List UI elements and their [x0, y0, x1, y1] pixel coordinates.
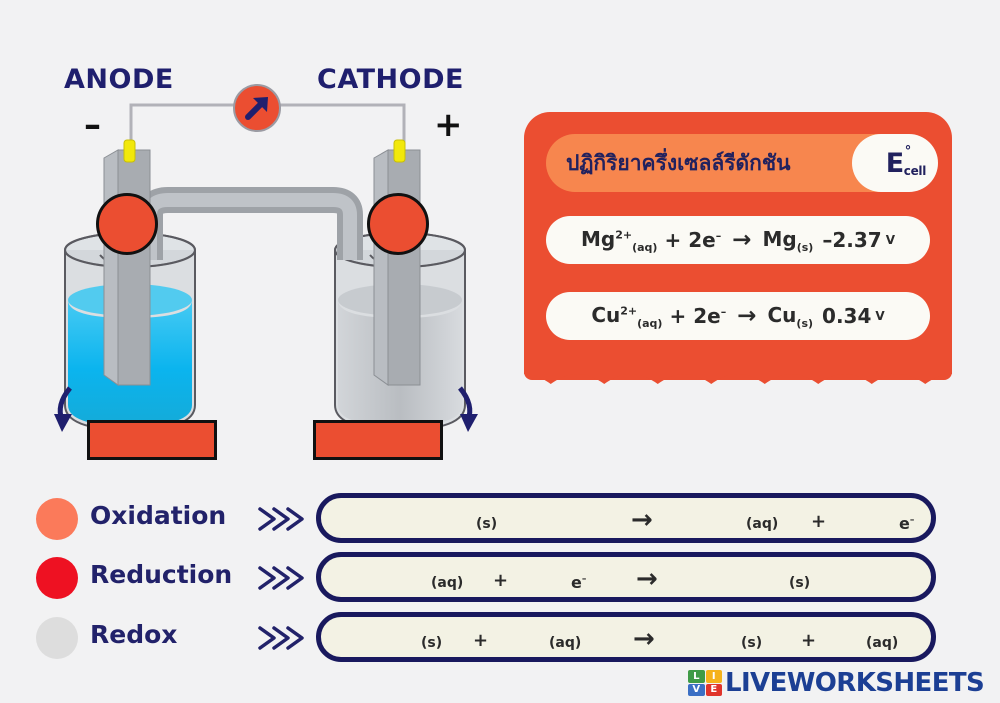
positive-charge-sign: +: [434, 105, 463, 145]
state-token: (aq): [746, 516, 779, 532]
plus-sign: +: [811, 511, 827, 532]
ecell-symbol: E ° cell: [885, 145, 927, 179]
legend-label-oxidation: Oxidation: [90, 501, 227, 530]
plus-sign: +: [801, 630, 817, 651]
eq1-arrow: →: [732, 226, 752, 253]
reduction-equation-row: Cu2+(aq) + 2e– → Cu(s) 0.34 V: [546, 292, 930, 340]
double-chevron-right-icon: [258, 626, 304, 650]
ecell-degree: °: [904, 143, 912, 159]
double-chevron-right-icon: [258, 507, 304, 531]
eq1-product-state: (s): [796, 240, 814, 254]
legend-label-reduction: Reduction: [90, 560, 233, 589]
cathode-label: CATHODE: [317, 64, 464, 95]
right-curved-arrow: [458, 386, 478, 432]
eq2-plus: +: [669, 304, 687, 328]
ecell-letter: E: [885, 147, 905, 179]
panel-scalloped-edge: [524, 364, 952, 384]
eq2-product: Cu(s): [768, 303, 814, 330]
anode-label: ANODE: [64, 64, 174, 95]
equation-blank-bar[interactable]: (s) + (aq) → (s) + (aq): [316, 612, 936, 662]
electron-token: e–: [899, 514, 915, 533]
eq2-reactant-state: (aq): [637, 316, 663, 330]
reaction-arrow: →: [631, 505, 653, 535]
legend-dot-redox: [36, 617, 78, 659]
eq1-potential: –2.37: [822, 228, 882, 252]
oxidation-row: Oxidation (s) → (aq) + e–: [0, 493, 1000, 546]
legend-dot-oxidation: [36, 498, 78, 540]
electrochemical-cell-diagram: ANODE CATHODE – +: [0, 0, 510, 480]
reaction-arrow: →: [633, 624, 655, 654]
legend-dot-reduction: [36, 557, 78, 599]
circuit-wires: [54, 103, 478, 432]
eq2-arrow: →: [737, 302, 757, 329]
reaction-arrow: →: [636, 564, 658, 594]
plus-sign: +: [473, 630, 489, 651]
negative-charge-sign: –: [84, 105, 101, 145]
eq2-product-symbol: Cu: [767, 302, 797, 327]
eq2-electron-charge: –: [720, 305, 727, 319]
electron-token: e–: [571, 573, 587, 592]
cathode-blank-circle[interactable]: [367, 193, 429, 255]
eq2-reactant-symbol: Cu: [591, 302, 621, 327]
eq1-plus: +: [664, 228, 682, 252]
double-chevron-right-icon: [258, 566, 304, 590]
eq1-reactant-symbol: Mg: [581, 226, 616, 251]
eq2-reactant-charge: 2+: [620, 303, 638, 317]
state-token: (s): [741, 635, 763, 651]
eq2-reactant: Cu2+(aq): [591, 303, 662, 330]
arrow-up-right-icon: [245, 97, 268, 120]
cathode-solution-blank[interactable]: [313, 420, 443, 460]
state-token: (s): [789, 575, 811, 591]
right-electrode: [373, 139, 421, 386]
equation-blank-bar[interactable]: (aq) + e– → (s): [316, 552, 936, 602]
eq1-product: Mg(s): [763, 227, 814, 254]
plus-sign: +: [493, 570, 509, 591]
eq1-electron-count: 2e: [688, 228, 716, 252]
logo-tile-v: V: [688, 683, 705, 696]
liveworksheets-brand-text: LIVEWORKSHEETS: [725, 668, 985, 698]
logo-tile-l: L: [688, 670, 705, 683]
eq1-electrons: 2e–: [688, 228, 721, 252]
left-electrode: [103, 139, 151, 386]
eq2-electrons: 2e–: [693, 304, 726, 328]
reduction-half-reaction-panel: ปฏิกิริยาครึ่งเซลล์รีดักชัน E ° cell Mg2…: [524, 112, 952, 392]
logo-tile-i: I: [705, 670, 722, 683]
anode-solution-blank[interactable]: [87, 420, 217, 460]
eq1-reactant: Mg2+(aq): [581, 227, 657, 254]
logo-tile-e: E: [705, 683, 722, 696]
legend-label-redox: Redox: [90, 620, 178, 649]
eq1-product-symbol: Mg: [762, 226, 797, 251]
ecell-subscript: cell: [903, 163, 927, 178]
eq1-reactant-state: (aq): [632, 240, 658, 254]
state-token: (aq): [549, 635, 582, 651]
eq2-product-state: (s): [796, 316, 814, 330]
state-token: (s): [421, 635, 443, 651]
redox-row: Redox (s) + (aq) → (s) + (aq): [0, 612, 1000, 665]
reduction-row: Reduction (aq) + e– → (s): [0, 552, 1000, 605]
state-token: (aq): [431, 575, 464, 591]
eq1-electron-charge: –: [715, 229, 722, 243]
answer-rows-section: Oxidation(s)→(aq)+e– Reduction(aq)+e–→(s…: [0, 485, 1000, 670]
reduction-equation-row: Mg2+(aq) + 2e– → Mg(s) –2.37 V: [546, 216, 930, 264]
voltmeter: [233, 84, 281, 132]
left-curved-arrow: [54, 386, 72, 432]
eq2-electron-count: 2e: [693, 304, 721, 328]
eq2-unit: V: [875, 309, 885, 323]
anode-blank-circle[interactable]: [96, 193, 158, 255]
equation-blank-bar[interactable]: (s) → (aq) + e–: [316, 493, 936, 543]
panel-header: ปฏิกิริยาครึ่งเซลล์รีดักชัน E ° cell: [546, 134, 938, 192]
eq1-unit: V: [885, 233, 895, 247]
ecell-badge: E ° cell: [852, 134, 938, 192]
eq2-potential: 0.34: [822, 304, 872, 328]
eq1-reactant-charge: 2+: [615, 227, 633, 241]
panel-header-label: ปฏิกิริยาครึ่งเซลล์รีดักชัน: [566, 150, 791, 175]
state-token: (s): [476, 516, 498, 532]
state-token: (aq): [866, 635, 899, 651]
